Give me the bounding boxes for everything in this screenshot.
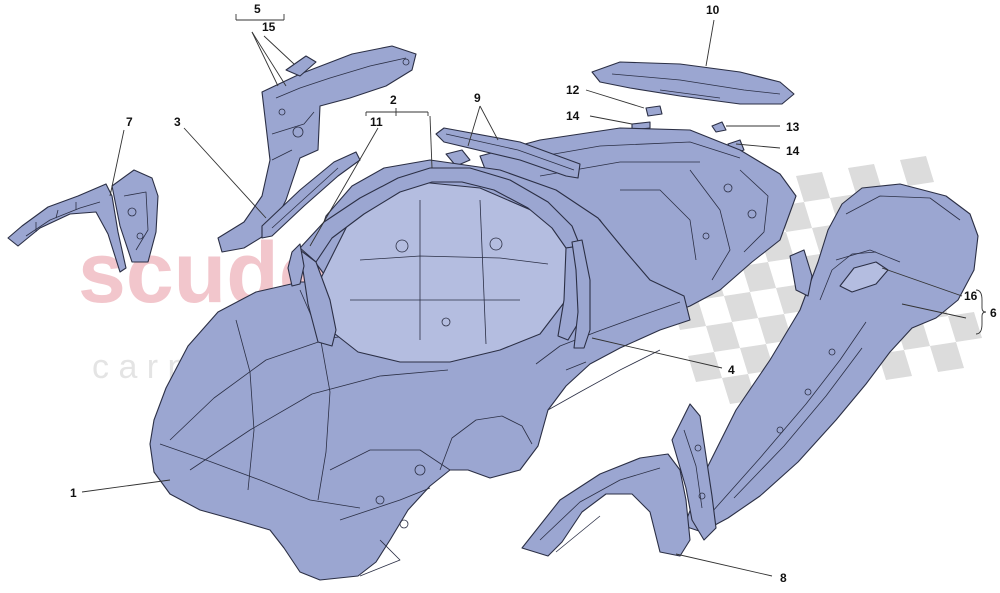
callout-12: 12 — [566, 83, 580, 97]
callout-1: 1 — [70, 486, 77, 500]
flag-square — [796, 172, 830, 202]
flag-square — [724, 292, 758, 322]
part-5-pillar-structure — [217, 45, 417, 253]
flag-square — [688, 352, 722, 382]
part-10-rear-roof-panel — [591, 61, 795, 105]
callout-10: 10 — [706, 3, 720, 17]
part-13-clip — [711, 121, 727, 133]
part-12-clip — [645, 105, 663, 117]
leader-lines — [81, 14, 987, 577]
part-15-small-bracket — [285, 55, 317, 77]
callout-9: 9 — [474, 91, 481, 105]
flag-square — [706, 322, 740, 352]
callout-labels: 1 2 3 4 5 6 7 8 9 10 11 12 13 14 14 15 1… — [70, 2, 997, 585]
callout-4: 4 — [728, 363, 735, 377]
callout-14-left: 14 — [566, 109, 580, 123]
part-7-front-inner-structure — [7, 169, 159, 273]
callout-16: 16 — [964, 289, 978, 303]
callout-15: 15 — [262, 20, 276, 34]
flag-square — [930, 342, 964, 372]
part-3-sill-strip — [261, 151, 361, 239]
callout-5: 5 — [254, 2, 261, 16]
callout-3: 3 — [174, 115, 181, 129]
part-11-a-pillar-trim — [287, 243, 305, 287]
callout-11: 11 — [370, 115, 383, 129]
callout-14-right: 14 — [786, 144, 800, 158]
flag-square — [900, 156, 934, 186]
part-8-front-fender — [521, 453, 691, 557]
callout-2: 2 — [390, 93, 397, 107]
part-4-side-rail — [571, 239, 591, 349]
part-6-rear-quarter-panel — [683, 183, 979, 533]
callout-7: 7 — [126, 115, 133, 129]
callout-13: 13 — [786, 120, 800, 134]
part-8-fender-brace — [671, 403, 717, 541]
flag-square — [948, 312, 982, 342]
cabin-floor — [319, 179, 577, 363]
flag-square — [742, 262, 776, 292]
callout-6: 6 — [990, 306, 997, 320]
callout-8: 8 — [780, 571, 787, 585]
